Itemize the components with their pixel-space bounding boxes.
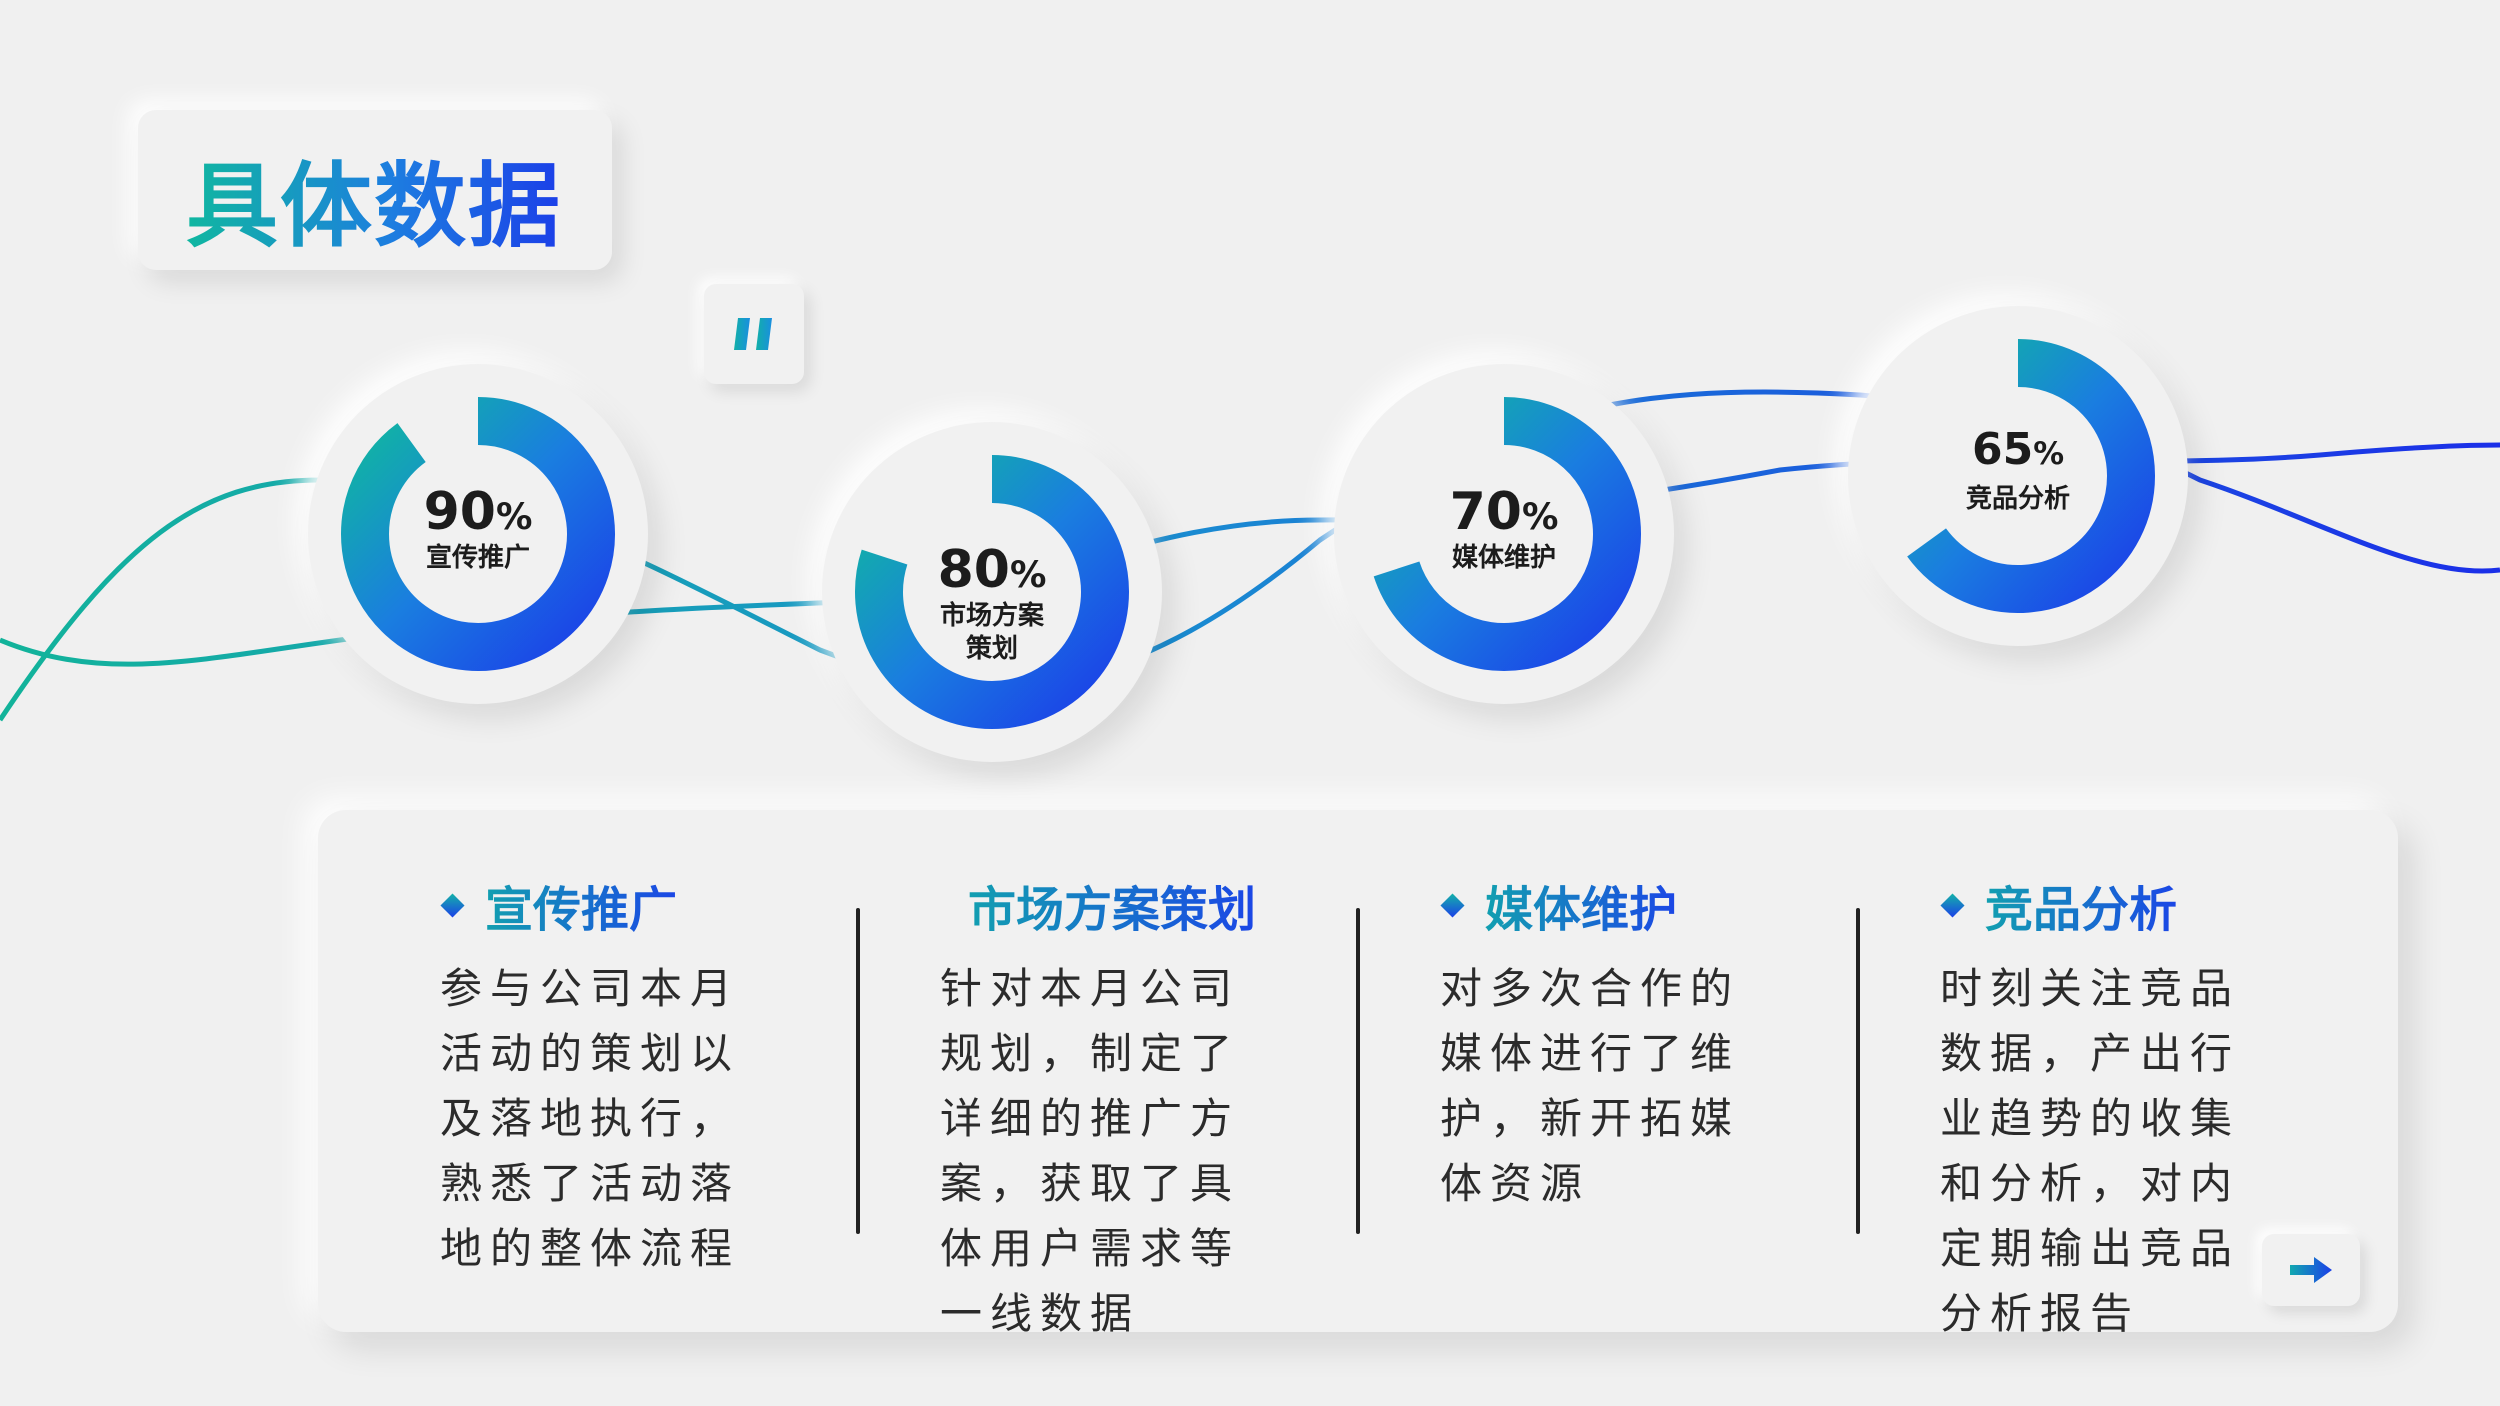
detail-body: 时刻关注竞品数据，产出行业趋势的收集和分析，对内定期输出竞品分析报告 <box>1940 964 2241 1338</box>
diamond-bullet-icon <box>440 892 465 918</box>
page-title: 具体数据 <box>186 132 562 265</box>
donut-chart-1: 90% 宣传推广 <box>308 364 648 704</box>
detail-title: 宣传推广 <box>485 870 677 940</box>
diamond-bullet-icon <box>937 898 951 912</box>
donut-value-4: 65% <box>1971 424 2065 475</box>
diamond-bullet-icon <box>1440 892 1465 918</box>
detail-column-1: 宣传推广 参与公司本月活动的策划以及落地执行，熟悉了活动落地的整体流程 <box>440 870 740 1281</box>
title-card: 具体数据 <box>138 110 612 270</box>
detail-title: 竞品分析 <box>1985 870 2177 940</box>
next-button[interactable] <box>2262 1234 2360 1306</box>
detail-title: 媒体维护 <box>1485 870 1677 940</box>
donut-value-1: 90% <box>423 482 533 542</box>
donut-arc-4 <box>1907 339 2155 613</box>
diamond-bullet-icon <box>1940 892 1965 918</box>
detail-column-3: 媒体维护 对多次合作的媒体进行了维护，新开拓媒体资源 <box>1440 870 1740 1216</box>
detail-column-2: 市场方案策划 针对本月公司规划，制定了详细的推广方案，获取了具体用户需求等一线数… <box>937 870 1256 1346</box>
detail-body: 参与公司本月活动的策划以及落地执行，熟悉了活动落地的整体流程 <box>440 964 741 1273</box>
detail-body: 针对本月公司规划，制定了详细的推广方案，获取了具体用户需求等一线数据 <box>940 964 1241 1338</box>
column-divider <box>1356 908 1360 1234</box>
quote-button[interactable] <box>704 284 804 384</box>
detail-title: 市场方案策划 <box>968 870 1256 940</box>
donut-value-2: 80% <box>937 540 1047 600</box>
column-divider <box>856 908 860 1234</box>
arrow-right-icon <box>2290 1257 2332 1283</box>
detail-column-4: 竞品分析 时刻关注竞品数据，产出行业趋势的收集和分析，对内定期输出竞品分析报告 <box>1940 870 2240 1346</box>
donut-label-1: 宣传推广 <box>425 543 530 573</box>
donut-value-3: 70% <box>1449 482 1559 542</box>
detail-body: 对多次合作的媒体进行了维护，新开拓媒体资源 <box>1440 964 1741 1208</box>
quote-mark-icon <box>734 318 772 350</box>
details-panel: 宣传推广 参与公司本月活动的策划以及落地执行，熟悉了活动落地的整体流程 市场方案… <box>318 810 2398 1338</box>
donut-chart-4: 65% 竞品分析 <box>1848 306 2188 646</box>
donut-label-3: 媒体维护 <box>1451 543 1556 573</box>
donut-arc-3 <box>1373 397 1641 671</box>
donut-chart-2: 80% 市场方案 策划 <box>822 422 1162 762</box>
donut-label-2: 市场方案 策划 <box>939 601 1044 664</box>
donut-arc-1 <box>341 397 615 671</box>
donut-chart-3: 70% 媒体维护 <box>1334 364 1674 704</box>
donut-label-4: 竞品分析 <box>1965 484 2070 514</box>
column-divider <box>1856 908 1860 1234</box>
donut-arc-2 <box>855 455 1129 729</box>
